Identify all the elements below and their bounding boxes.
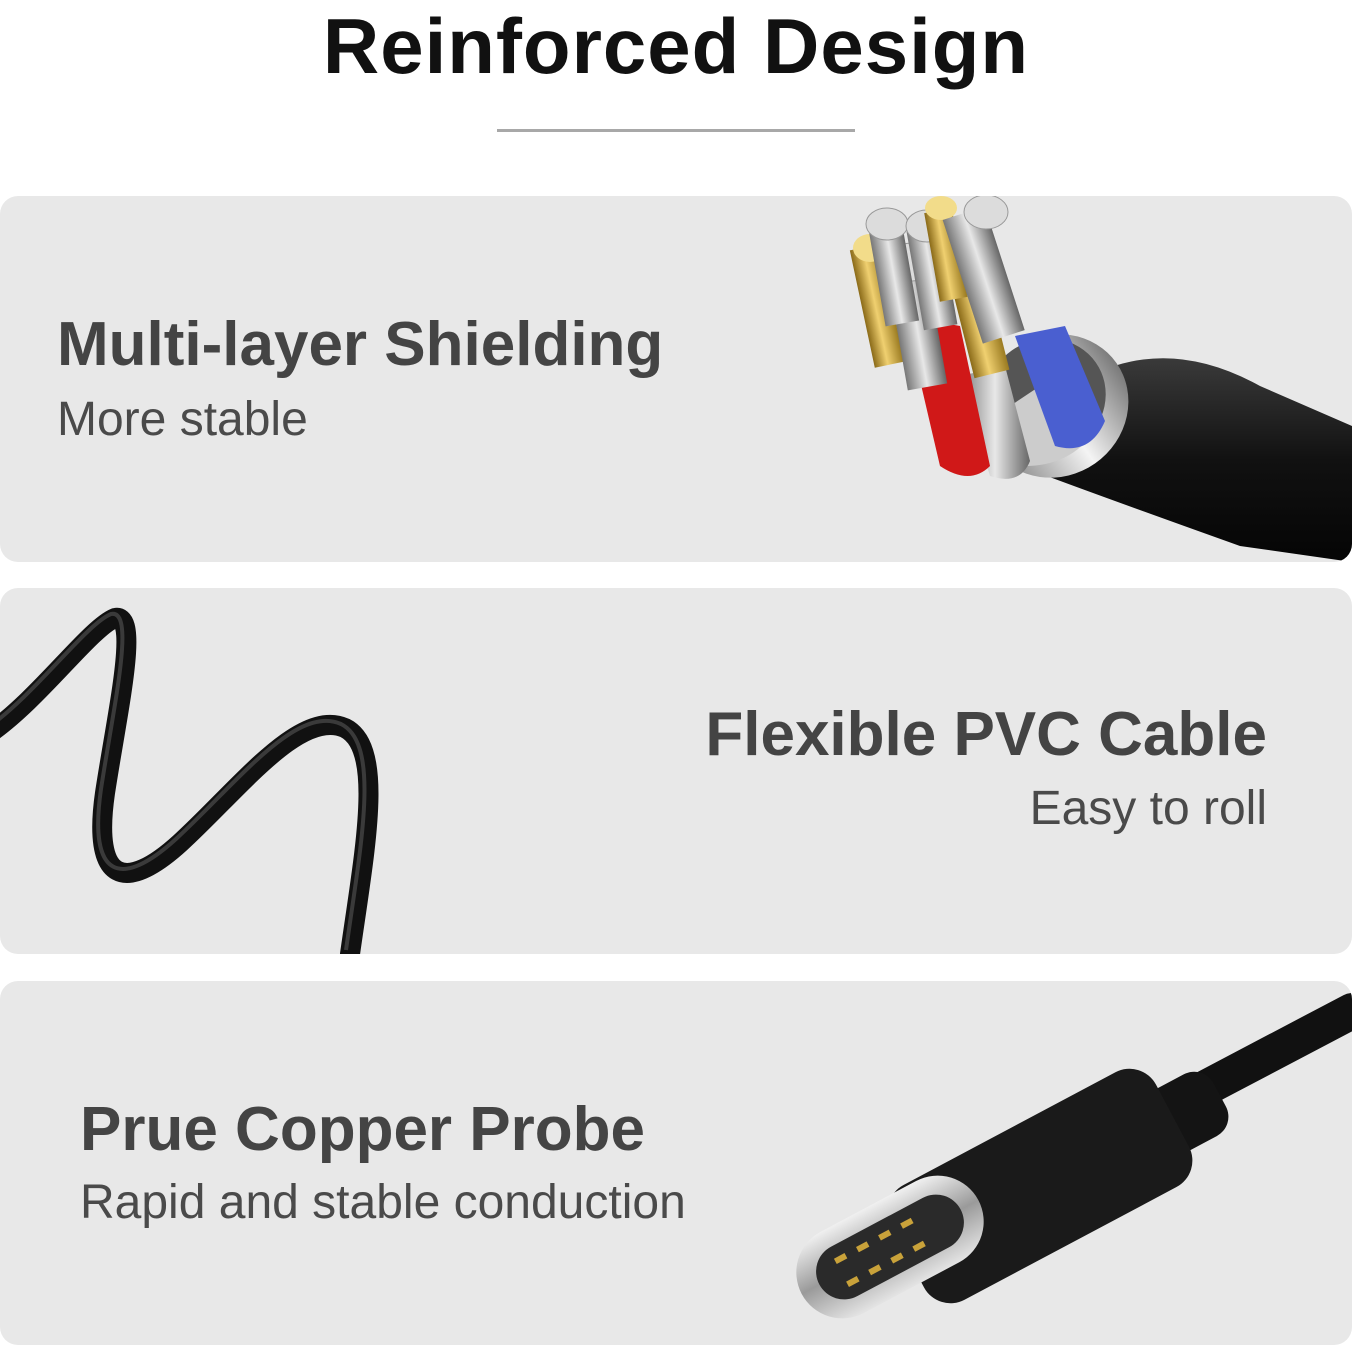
cable-cross-section-image (849, 196, 1352, 562)
title-divider (497, 129, 855, 132)
feature-panel-copper: Prue Copper Probe Rapid and stable condu… (0, 981, 1352, 1345)
feature-heading: Prue Copper Probe (80, 1095, 645, 1164)
usb-c-connector-image (796, 993, 1352, 1319)
feature-heading: Flexible PVC Cable (705, 700, 1267, 769)
coiled-cable-image (0, 608, 379, 954)
page-title: Reinforced Design (322, 2, 1030, 90)
feature-subtitle: Easy to roll (1029, 782, 1267, 835)
feature-panel-flexible: Flexible PVC Cable Easy to roll (0, 588, 1352, 954)
feature-subtitle: Rapid and stable conduction (80, 1176, 686, 1229)
feature-heading: Multi-layer Shielding (57, 310, 664, 379)
feature-panel-shielding: Multi-layer Shielding More stable (0, 196, 1352, 562)
feature-subtitle: More stable (57, 393, 308, 446)
